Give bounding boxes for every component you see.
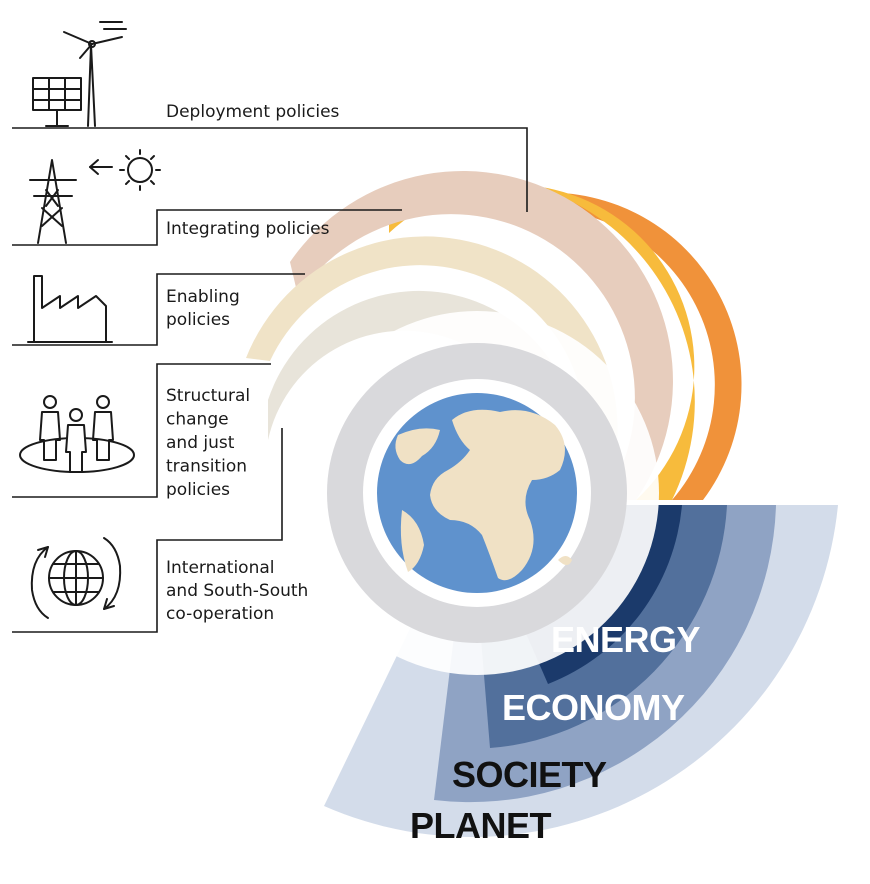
structural-arc xyxy=(246,236,618,500)
economy-label: ECONOMY xyxy=(502,687,685,728)
structural-leader xyxy=(12,363,271,498)
globe-icon xyxy=(377,393,577,593)
deployment-leader xyxy=(12,127,528,212)
leader-lines xyxy=(12,127,528,633)
integrating-leader xyxy=(12,209,402,246)
planet-label: PLANET xyxy=(410,805,552,846)
policy-labels: Deployment policies Integrating policies… xyxy=(166,102,340,624)
center-globe-group xyxy=(295,311,659,675)
transmission-tower-sun-icon xyxy=(29,149,161,244)
structural-change-label: Structural change and just transition po… xyxy=(166,386,256,500)
deployment-arc xyxy=(512,192,742,500)
society-label: SOCIETY xyxy=(452,754,607,795)
dimension-labels: ENERGY ECONOMY SOCIETY PLANET xyxy=(410,619,701,846)
solar-panel-wind-turbine-icon xyxy=(32,21,127,127)
energy-label: ENERGY xyxy=(551,619,701,660)
enabling-arc xyxy=(290,171,673,500)
international-cooperation-label: International and South-South co-operati… xyxy=(166,558,314,624)
globe-cycle-icon xyxy=(30,537,122,619)
integrating-policies-label: Integrating policies xyxy=(166,219,330,239)
factory-icon xyxy=(27,275,113,343)
deployment-policies-label: Deployment policies xyxy=(166,102,340,122)
international-leader xyxy=(12,428,283,633)
enabling-policies-label: Enabling policies xyxy=(166,287,245,330)
people-icon xyxy=(19,395,135,473)
enabling-leader xyxy=(12,273,305,346)
